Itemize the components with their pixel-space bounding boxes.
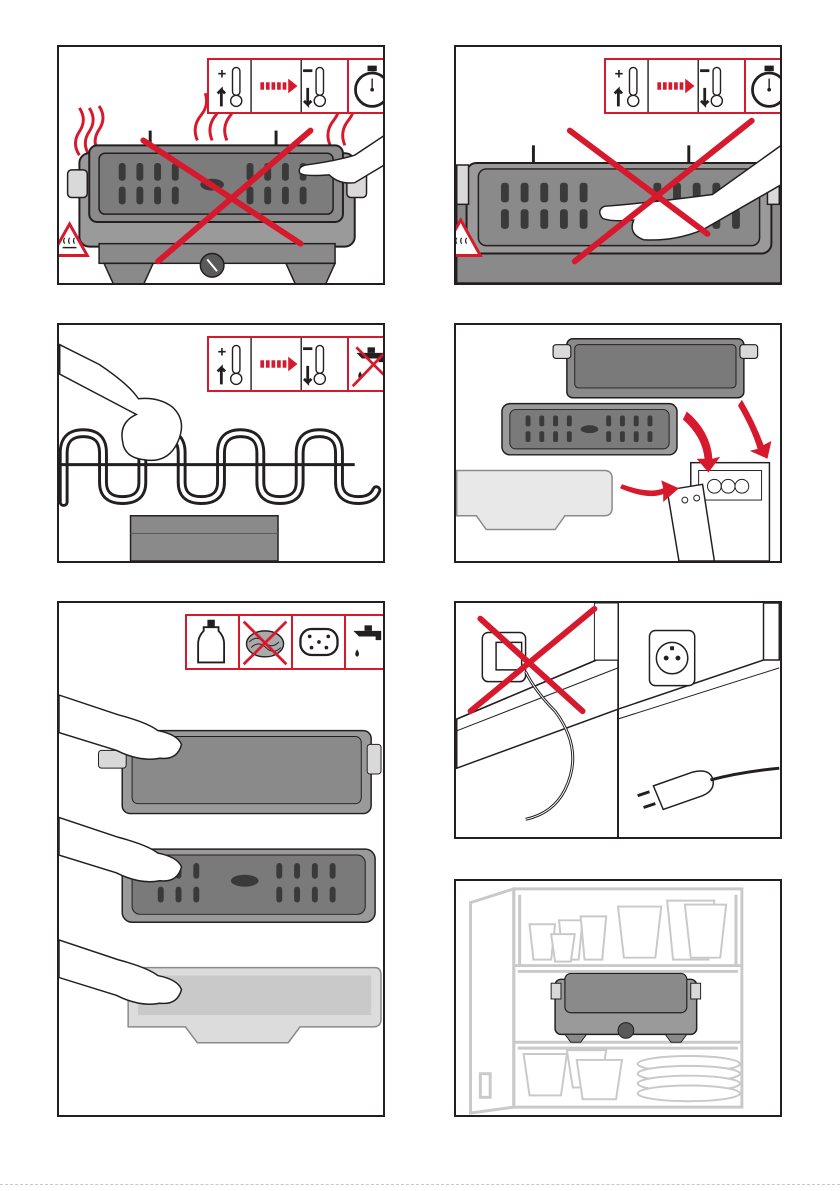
timer-icon-box <box>744 58 782 114</box>
grill-plate-cleaning <box>59 818 375 923</box>
cool-down-icon-box: + <box>207 58 349 114</box>
dishwasher-illustration <box>456 325 780 561</box>
timer-icon <box>349 60 385 112</box>
plug-icon <box>638 768 780 809</box>
panel-cleaning-parts <box>57 601 385 1117</box>
cups-icon <box>530 901 727 962</box>
sponge-icon-box <box>291 614 346 670</box>
bowls-icon <box>524 1050 740 1101</box>
panel-dishwasher-safe <box>454 323 782 563</box>
panel-do-not-remove-hot: + <box>454 45 782 285</box>
water-tap-icon <box>346 616 385 668</box>
dishwasher-icon <box>667 463 769 561</box>
water-tray-icon <box>457 471 612 530</box>
panel-do-not-touch-hot: + <box>57 45 385 285</box>
drip-tray-icon <box>553 339 758 398</box>
grill-plate-icon <box>502 404 677 455</box>
panel-wipe-heating-element: + <box>57 323 385 563</box>
panel-storage-cupboard <box>454 879 782 1117</box>
page-bottom-guide <box>0 1184 840 1185</box>
temperature-down-icon: + <box>209 338 347 390</box>
grill-stored-icon <box>551 973 700 1042</box>
drip-tray-cleaning <box>59 695 381 814</box>
hand-with-sponge-icon <box>59 695 181 759</box>
svg-text:+: + <box>218 345 227 361</box>
no-scouring-pad-icon <box>240 616 291 668</box>
detergent-icon-box <box>185 614 240 670</box>
water-tap-icon-box <box>344 614 385 670</box>
cool-down-icon-box: + <box>604 58 746 114</box>
hand-with-cloth-icon <box>60 345 182 461</box>
temperature-down-icon: + <box>209 60 347 112</box>
sponge-icon <box>293 616 344 668</box>
timer-icon-box <box>347 58 385 114</box>
panel-unplug-correctly <box>454 601 782 839</box>
detergent-icon <box>187 616 238 668</box>
no-scouring-pad-icon-box <box>238 614 293 670</box>
timer-icon <box>746 60 782 112</box>
unplug-illustration <box>456 603 780 837</box>
cool-down-icon-box: + <box>207 336 349 392</box>
cupboard-illustration <box>456 881 780 1115</box>
svg-text:+: + <box>615 67 624 83</box>
water-tray-cleaning <box>59 940 381 1043</box>
no-water-icon <box>349 338 385 390</box>
temperature-down-icon: + <box>606 60 744 112</box>
svg-text:+: + <box>218 67 227 83</box>
cleaning-illustration <box>59 603 383 1115</box>
no-water-icon-box <box>347 336 385 392</box>
